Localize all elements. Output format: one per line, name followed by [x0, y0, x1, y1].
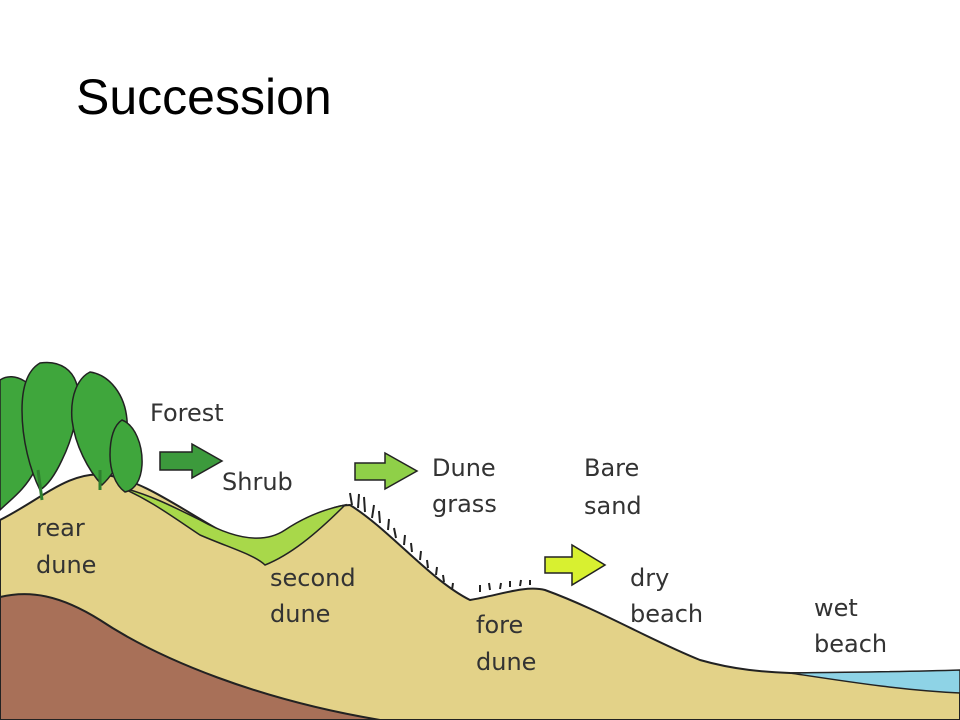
shrub-zone — [119, 486, 348, 566]
forest-label: Forest — [150, 399, 224, 427]
second-dune-label-line2: dune — [270, 600, 330, 628]
dune-grass-arrow-icon — [544, 543, 607, 587]
wet-beach-label-line1: wet — [814, 594, 858, 622]
dune-grass — [349, 492, 531, 592]
soil-layer — [0, 593, 381, 720]
rear-dune-label-line2: dune — [36, 551, 96, 579]
tree-icon — [109, 419, 143, 493]
dune-grass-label-line2: grass — [432, 490, 497, 518]
water — [789, 669, 960, 694]
fore-dune-label-line1: fore — [476, 611, 523, 639]
slide-title: Succession — [76, 69, 332, 125]
bare-sand-label-line2: sand — [584, 492, 642, 520]
wet-beach-label-line2: beach — [814, 630, 887, 658]
fore-dune-label-line2: dune — [476, 648, 536, 676]
dry-beach-label-line1: dry — [630, 564, 669, 592]
shrub-label: Shrub — [222, 468, 293, 496]
forest-arrow-icon — [159, 442, 224, 480]
dry-beach-label-line2: beach — [630, 600, 703, 628]
second-dune-label-line1: second — [270, 564, 356, 592]
forest-trees — [0, 361, 143, 512]
grass-tuft — [349, 492, 531, 592]
tree-trunk — [36, 469, 102, 501]
bare-sand-label-line1: Bare — [584, 454, 639, 482]
shrub-arrow-icon — [354, 451, 419, 491]
dune-grass-label-line1: Dune — [432, 454, 496, 482]
rear-dune-label-line1: rear — [36, 514, 85, 542]
